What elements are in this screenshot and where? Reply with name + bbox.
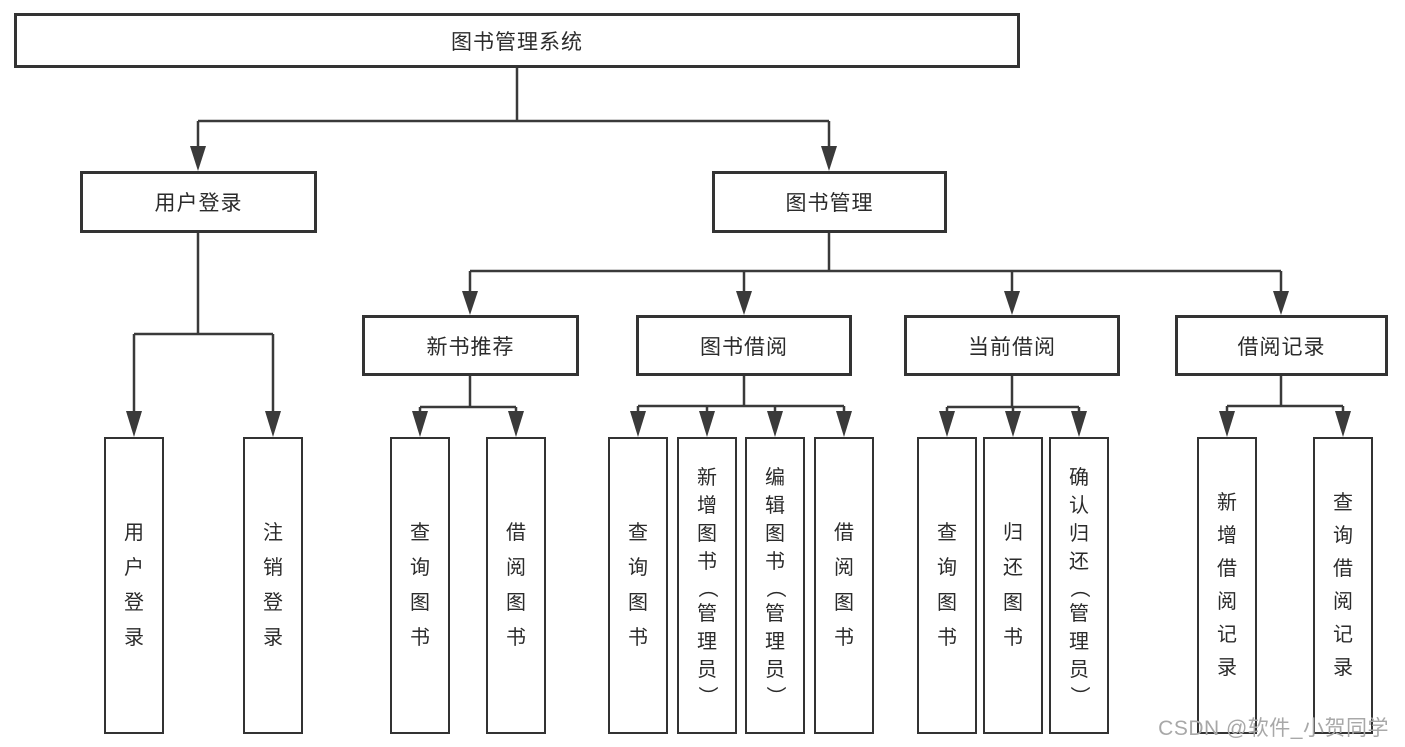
leaf-logout: 注销登录: [243, 437, 303, 734]
leaf-current-return-books-label: 归还图书: [1003, 522, 1023, 649]
leaf-borrow-add-books-admin: 新增图书（管理员）: [677, 437, 737, 734]
node-new-book-recommend-label: 新书推荐: [426, 335, 515, 359]
node-book-borrow-label: 图书借阅: [700, 335, 788, 359]
node-current-borrow-label: 当前借阅: [968, 335, 1056, 359]
node-user-login: 用户登录: [80, 171, 317, 233]
leaf-borrow-query-books: 查询图书: [608, 437, 668, 734]
leaf-recommend-borrow-books-label: 借阅图书: [506, 522, 526, 649]
leaf-current-confirm-return-admin-label: 确认归还（管理员）: [1068, 466, 1090, 706]
watermark: CSDN @软件_小贺同学: [1158, 717, 1389, 740]
node-library-system-label: 图书管理系统: [451, 30, 583, 54]
node-user-login-label: 用户登录: [154, 192, 243, 215]
node-borrow-records: 借阅记录: [1175, 315, 1388, 376]
leaf-recommend-query-books: 查询图书: [390, 437, 450, 734]
node-new-book-recommend: 新书推荐: [362, 315, 579, 376]
leaf-borrow-query-books-label: 查询图书: [628, 522, 648, 649]
leaf-user-login: 用户登录: [104, 437, 164, 734]
arrowheads: [126, 146, 1351, 437]
leaf-user-login-label: 用户登录: [124, 522, 144, 649]
leaf-borrow-borrow-books: 借阅图书: [814, 437, 874, 734]
leaf-current-return-books: 归还图书: [983, 437, 1043, 734]
leaf-records-query-record: 查询借阅记录: [1313, 437, 1373, 734]
leaf-records-add-record: 新增借阅记录: [1197, 437, 1257, 734]
node-borrow-records-label: 借阅记录: [1237, 335, 1326, 359]
node-book-management: 图书管理: [712, 171, 947, 233]
leaf-logout-label: 注销登录: [263, 522, 283, 649]
leaf-current-query-books-label: 查询图书: [937, 522, 957, 649]
leaf-borrow-add-books-admin-label: 新增图书（管理员）: [696, 466, 718, 706]
leaf-borrow-edit-books-admin-label: 编辑图书（管理员）: [764, 466, 786, 706]
leaf-current-confirm-return-admin: 确认归还（管理员）: [1049, 437, 1109, 734]
leaf-recommend-borrow-books: 借阅图书: [486, 437, 546, 734]
node-current-borrow: 当前借阅: [904, 315, 1120, 376]
leaf-records-query-record-label: 查询借阅记录: [1333, 492, 1353, 679]
leaf-current-query-books: 查询图书: [917, 437, 977, 734]
node-book-borrow: 图书借阅: [636, 315, 852, 376]
leaf-recommend-query-books-label: 查询图书: [410, 522, 430, 649]
leaf-borrow-borrow-books-label: 借阅图书: [834, 522, 854, 649]
leaf-borrow-edit-books-admin: 编辑图书（管理员）: [745, 437, 805, 734]
leaf-records-add-record-label: 新增借阅记录: [1217, 492, 1237, 679]
node-book-management-label: 图书管理: [785, 192, 874, 215]
node-library-system: 图书管理系统: [14, 13, 1020, 68]
